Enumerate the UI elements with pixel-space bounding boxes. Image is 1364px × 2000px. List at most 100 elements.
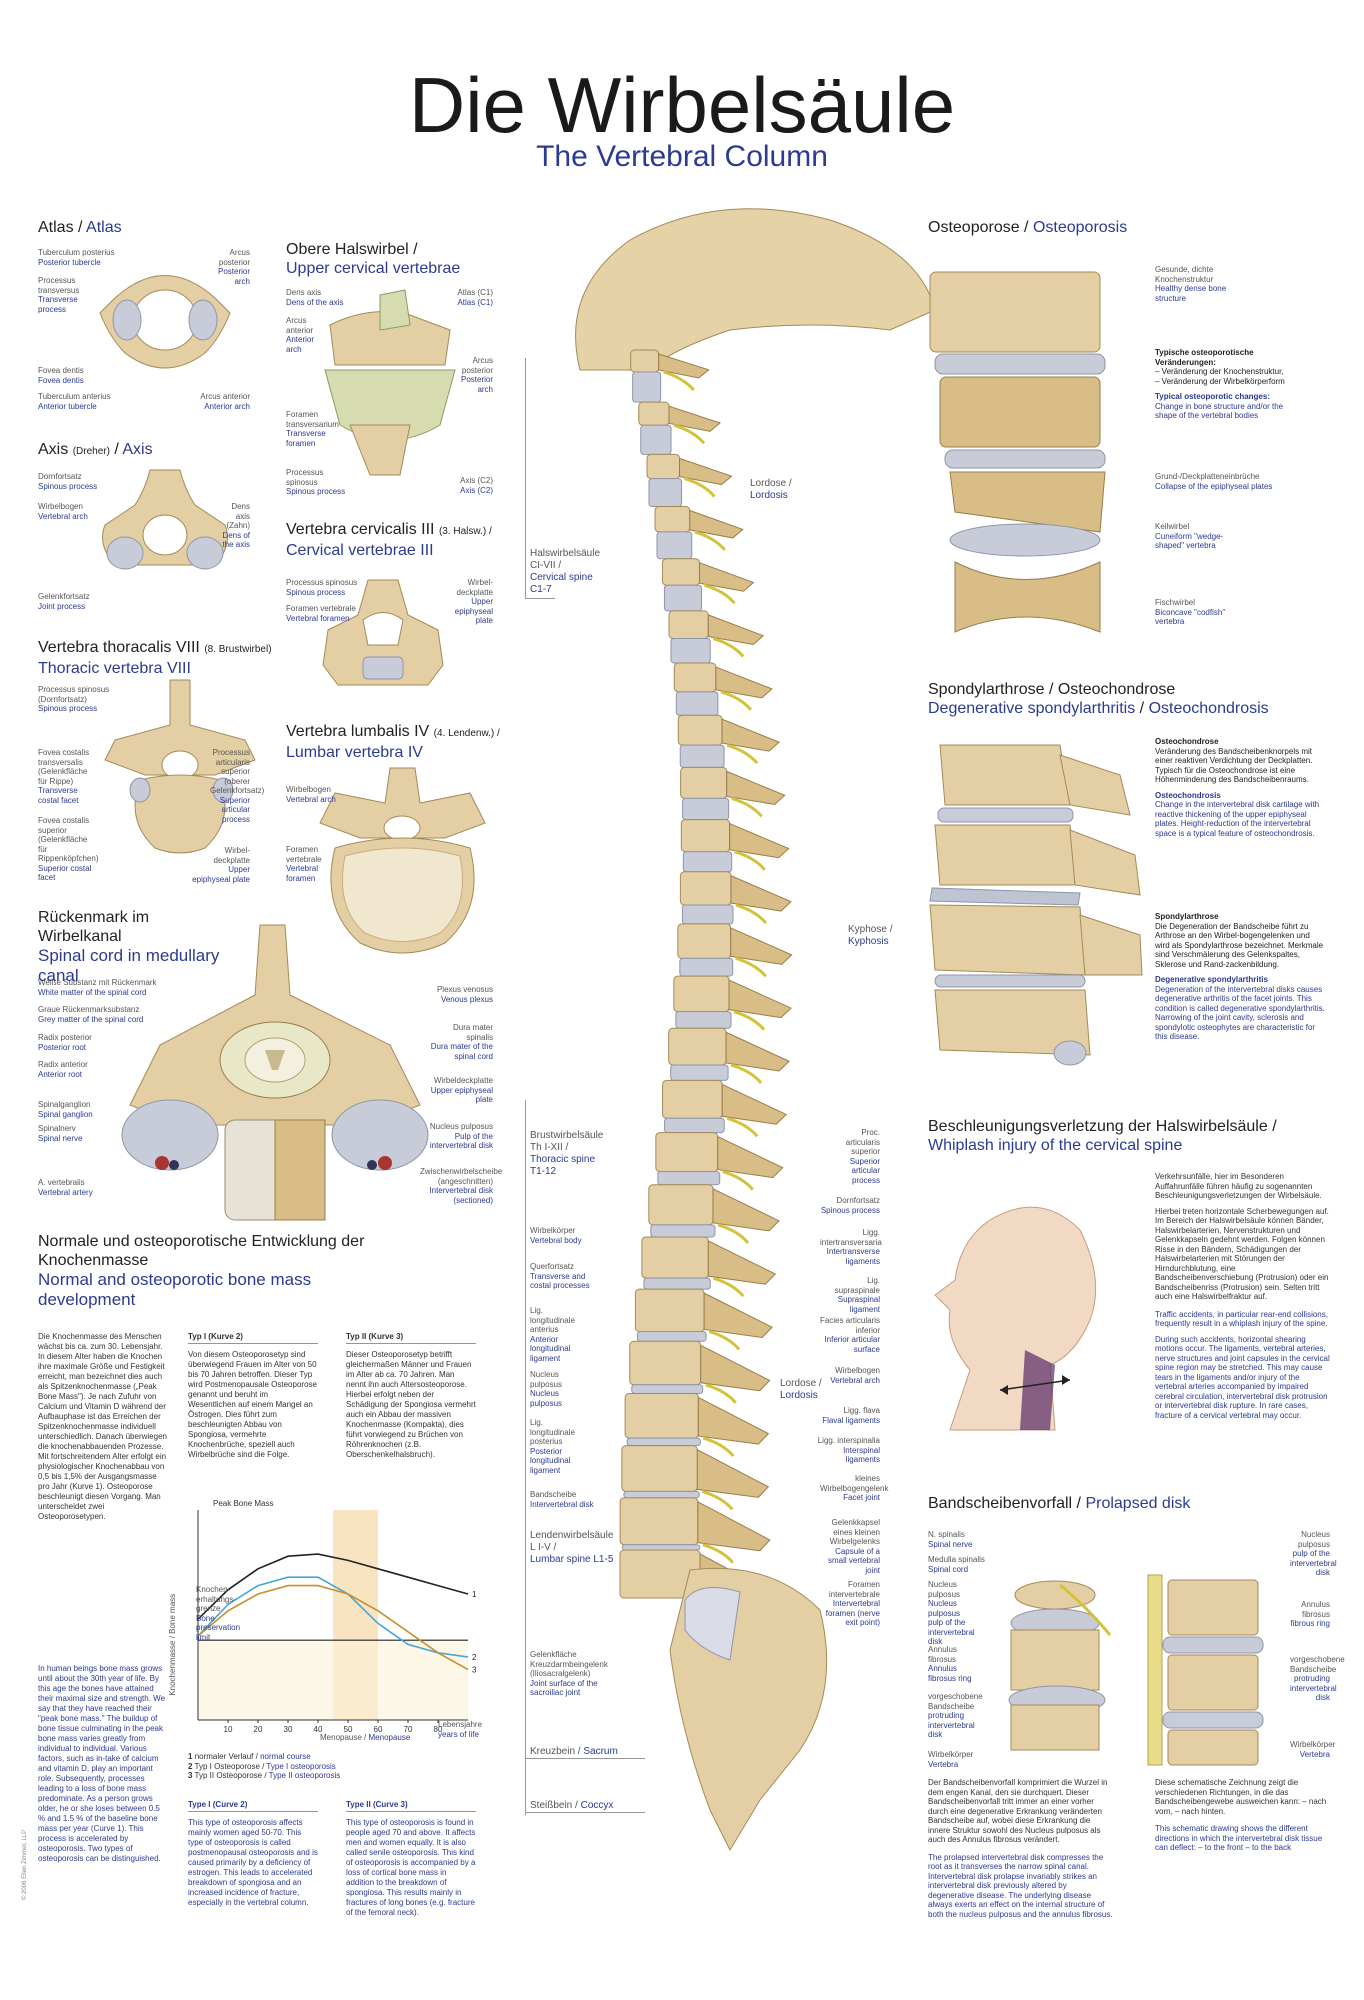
spinal-nerve [701,1489,734,1511]
spinous-process [668,405,722,432]
lumbar4-illustration [319,767,486,954]
whiplash-text: Verkehrsunfälle, hier im Besonderen Auff… [1155,1172,1330,1420]
x-tick-label-40: 40 [314,1725,323,1734]
region-coccyx: Steißbein / Coccyx [530,1800,614,1811]
axis-illustration [102,469,228,570]
spinal-nerve [720,690,753,711]
spinal-nerve [702,1543,735,1564]
vertebra-body [630,349,660,373]
series-line-2 [197,1576,469,1658]
x-tick-label-80: 80 [434,1725,443,1734]
spinal-nerve [726,1116,759,1138]
spinal-nerve [705,1383,737,1404]
upper-cervical-illustration [324,289,456,476]
prolapse-illustration-right [1147,1574,1264,1766]
intervertebral-disc [670,638,711,664]
intervertebral-disc [621,1544,701,1551]
spinal-nerve [684,477,716,498]
spinal-nerve [733,1010,766,1031]
copyright: © 2006 Ellen Zimmer, LLP [22,1829,28,1900]
intervertebral-disc [636,1330,707,1342]
osteoporosis-title: Osteoporose / Osteoporosis [928,219,1128,236]
thoracic8-label-2: Fovea costalis superior (Gelenkfläche fü… [38,816,99,882]
intervertebral-disc [643,1277,711,1290]
curve-label-2: Lordose /Lordosis [780,1378,822,1401]
spinal-cord-right-4: Zwischenwirbelscheibe (angeschnitten)Int… [420,1167,503,1205]
cervical3-illustration [322,579,444,686]
spinous-process [721,1083,788,1125]
spinal-nerve [717,1223,750,1244]
vertebra-body [680,766,728,799]
vertebra-body [655,1132,719,1173]
spine-left-6: Gelenkfläche Kreuzdarmbeingelenk (Iliosa… [530,1650,608,1697]
spinous-process [725,1031,790,1072]
thoracic8-title: Vertebra thoracalis VIII (8. Brustwirbel… [38,639,272,677]
vertebra-body [673,975,730,1013]
thoracic8-label-0: Processus spinosus (Dornfortsatz)Spinous… [38,685,110,713]
spondyl-illustration [929,744,1143,1066]
prolapse-title: Bandscheibenvorfall / Prolapsed disk [928,1495,1191,1512]
bone-mass-intro-en: In human beings bone mass grows until ab… [38,1664,166,1863]
x-tick-label-70: 70 [404,1725,413,1734]
upper-cervical-label-6: Axis (C2)Axis (C2) [460,476,493,495]
spinous-process [730,874,792,912]
bone-mass-type1-title-de: Typ I (Kurve 2) [188,1332,243,1341]
bone-mass-type2-en: This type of osteoporosis is found in pe… [346,1818,476,1917]
vertebra-body [621,1445,698,1492]
vertebra-body [641,1236,709,1279]
series-label-1: 1 [472,1590,477,1599]
spinous-process [730,927,793,965]
vertebra-body [668,610,709,640]
spinous-process [696,1448,770,1498]
intervertebral-disc [657,1171,721,1186]
spinous-process [707,614,765,646]
curve-label-0: Lordose /Lordosis [750,478,792,501]
series-label-3: 3 [472,1666,477,1675]
spinal-nerve [722,1170,754,1191]
spinous-process [689,509,744,539]
bone-mass-title: Normale und osteoporotische Entwicklung … [38,1233,365,1309]
vertebra-body [624,1392,699,1439]
intervertebral-disc [681,904,734,925]
spinous-process [728,979,792,1019]
spinal-nerve [734,850,766,871]
axis-label-3: Dens axis (Zahn)Dens of the axis [222,502,250,549]
intervertebral-disc [679,957,734,977]
spinal-nerve [731,796,763,818]
chart-xlabel: Menopause / Menopause [320,1733,411,1742]
spinal-nerve [694,530,726,551]
region-lumbar: Lendenwirbelsäule L I-V /Lumbar spine L1… [530,1530,614,1565]
bone-mass-type1-de: Von diesem Osteoporosetyp sind überwiege… [188,1350,317,1459]
vertebra-body [680,819,731,853]
spondyl-sp: Spondylarthrose Die Degeneration der Ban… [1155,912,1325,1041]
lumbar4-title: Vertebra lumbalis IV (4. Lendenw.) /Lumb… [286,723,500,761]
intervertebral-disc [670,1064,729,1081]
spinous-process [700,1344,771,1392]
spinous-process [707,1240,777,1285]
x-tick-label-10: 10 [224,1725,233,1734]
